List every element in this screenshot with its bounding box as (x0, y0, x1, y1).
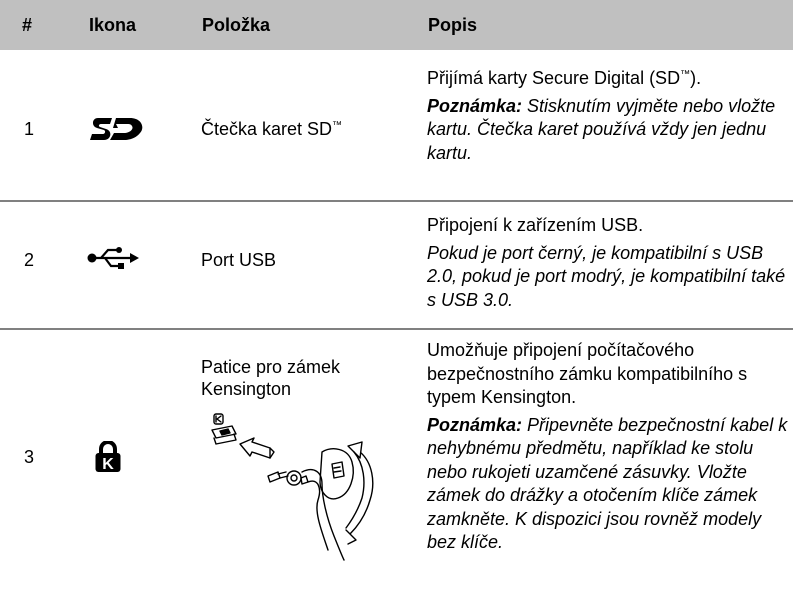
header-number: # (22, 15, 33, 35)
row-description: Připojení k zařízením USB. Pokud je port… (427, 214, 789, 312)
table-header: # Ikona Položka Popis (0, 0, 793, 50)
trademark-sup: ™ (680, 69, 691, 80)
row-item: Čtečka karet SD™ (201, 118, 342, 140)
note-text: Připevněte bezpečnostní kabel k nehybném… (427, 414, 788, 553)
row-item-text: Čtečka karet SD (201, 119, 333, 139)
row-divider (0, 328, 793, 330)
table-row: 2 Port USB Připojení k zařízením USB. Po… (0, 202, 793, 328)
row-number: 1 (24, 119, 35, 139)
description-note: Poznámka: Stisknutím vyjměte nebo vložte… (427, 95, 789, 166)
header-description: Popis (428, 15, 478, 35)
header-item: Položka (202, 15, 271, 35)
row-number: 2 (24, 250, 35, 270)
row-number: 3 (24, 447, 35, 467)
svg-text:K: K (102, 456, 114, 473)
description-main: Připojení k zařízením USB. (427, 215, 644, 235)
sd-card-logo-icon (90, 116, 144, 147)
row-divider (0, 200, 793, 202)
header-icon: Ikona (89, 15, 137, 35)
trademark-sup: ™ (332, 120, 343, 131)
usb-icon (86, 246, 140, 275)
note-text: Stisknutím vyjměte nebo vložte kartu. Čt… (427, 95, 776, 163)
row-description: Umožňuje připojení počítačového bezpečno… (427, 339, 789, 555)
table-row: 1 Čtečka karet SD™ Přijímá karty Secure … (0, 50, 793, 200)
description-note: Pokud je port černý, je kompatibilní s U… (427, 242, 786, 310)
row-description: Přijímá karty Secure Digital (SD™). Pozn… (427, 67, 789, 165)
kensington-lock-illustration (210, 412, 385, 567)
description-note: Poznámka: Připevněte bezpečnostní kabel … (427, 414, 789, 555)
row-item: Port USB (201, 250, 277, 270)
description-main: Přijímá karty Secure Digital (SD™). (427, 67, 789, 91)
row-item: Patice pro zámek Kensington (201, 357, 341, 399)
note-label: Poznámka: (427, 414, 523, 435)
description-text-end: ). (690, 68, 702, 88)
kensington-lock-icon: K (94, 440, 122, 478)
table-row: 3 K Patice pro zámek Kensington (0, 330, 793, 596)
note-label: Poznámka: (427, 95, 523, 116)
description-text: Přijímá karty Secure Digital (SD (427, 68, 681, 88)
description-main: Umožňuje připojení počítačového bezpečno… (427, 340, 748, 407)
